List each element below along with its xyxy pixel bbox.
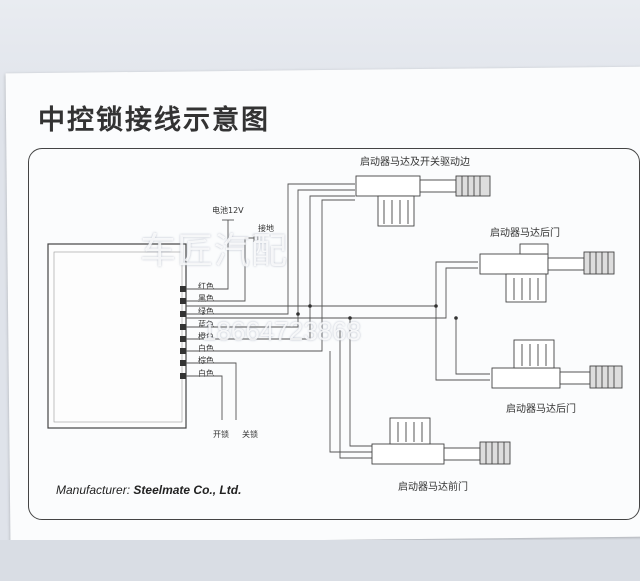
wire-junctions bbox=[296, 304, 458, 320]
wire-label-white-2: 白色 bbox=[198, 368, 214, 378]
wire-label-orange: 橙色 bbox=[198, 331, 214, 341]
wire-label-blue: 蓝色 bbox=[198, 319, 214, 329]
manufacturer-company: Steelmate Co., Ltd. bbox=[133, 483, 242, 497]
actuator-driver-door bbox=[355, 175, 491, 227]
manufacturer-prefix: Manufacturer: bbox=[56, 483, 131, 497]
battery-label: 电池12V bbox=[212, 205, 244, 215]
actuator-rear-door-1 bbox=[479, 243, 615, 303]
wire-label-green: 绿色 bbox=[198, 306, 214, 316]
connector-pins bbox=[180, 286, 186, 379]
rear-door-2-label: 启动器马达后门 bbox=[506, 402, 576, 415]
front-door-label: 启动器马达前门 bbox=[398, 480, 468, 493]
wire-label-white-1: 白色 bbox=[198, 343, 214, 353]
lock-label: 关锁 bbox=[242, 429, 258, 439]
rear-door-1-label: 启动器马达后门 bbox=[490, 226, 560, 239]
watermark-phone: 18664723868 bbox=[202, 316, 362, 346]
manufacturer-line: Manufacturer: Steelmate Co., Ltd. bbox=[56, 483, 241, 497]
control-module-box bbox=[47, 243, 187, 429]
ground-label: 接地 bbox=[258, 223, 274, 233]
watermark-name: 车匠汽配 bbox=[140, 231, 289, 272]
wire-label-black: 黑色 bbox=[198, 293, 214, 303]
wire-lines bbox=[186, 183, 490, 459]
unlock-label: 开锁 bbox=[213, 429, 229, 439]
photo-bottom-background bbox=[0, 540, 640, 581]
wire-label-red: 红色 bbox=[198, 281, 214, 291]
driver-door-label: 启动器马达及开关驱动边 bbox=[360, 155, 470, 168]
actuator-front-door bbox=[371, 417, 511, 465]
actuator-rear-door-2 bbox=[491, 339, 623, 389]
wire-label-brown: 棕色 bbox=[198, 355, 214, 365]
diagram-title: 中控锁接线示意图 bbox=[38, 105, 270, 136]
